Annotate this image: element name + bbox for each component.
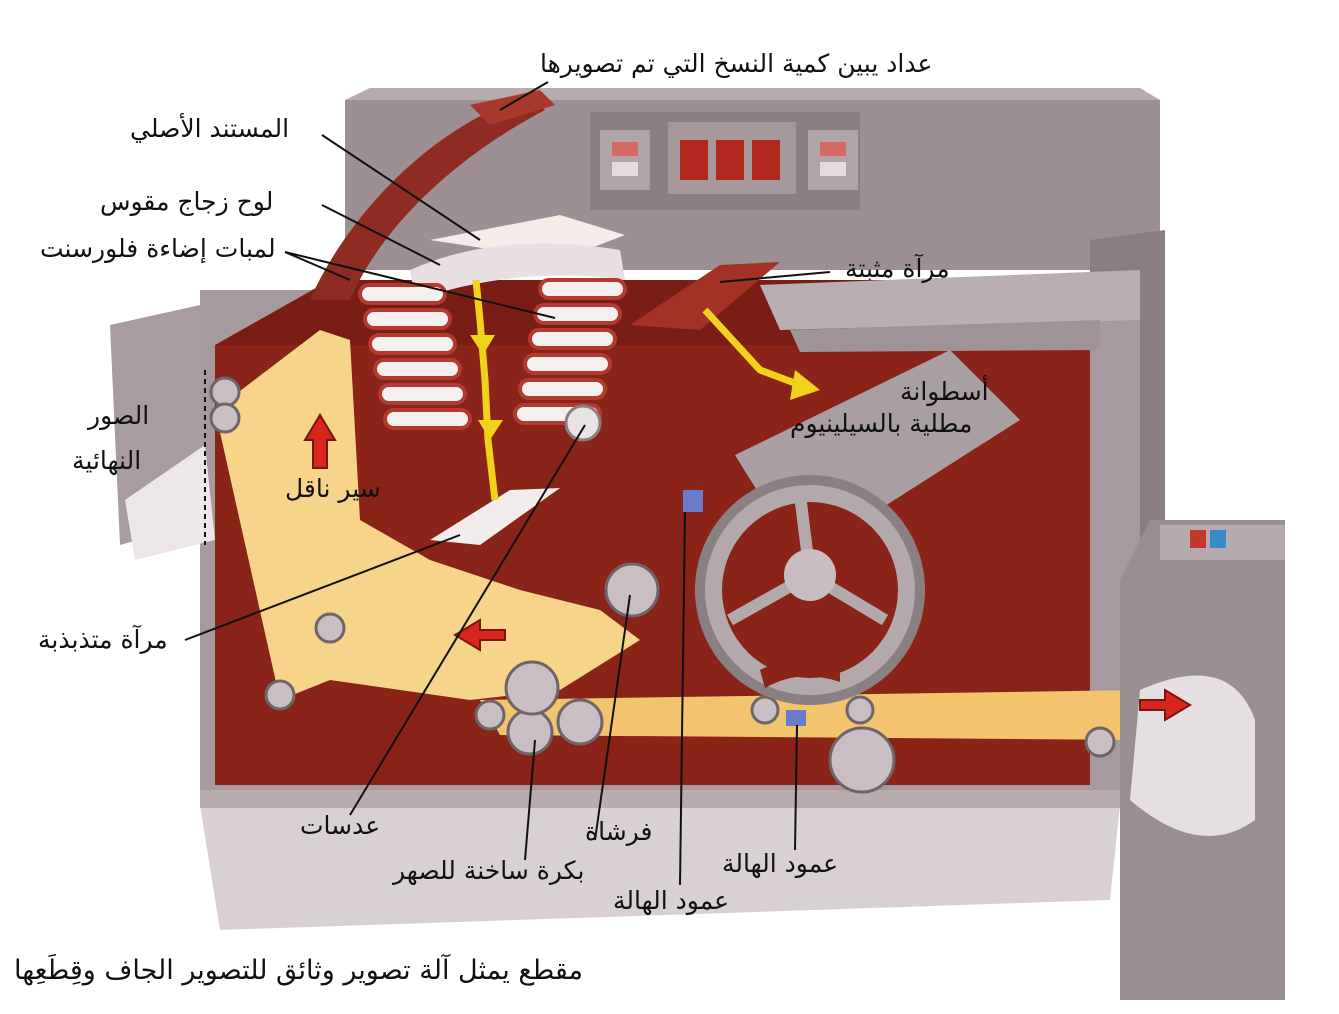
- label-selenium-drum-line2: مطلية بالسيلينيوم: [790, 409, 973, 438]
- lens: [564, 404, 602, 442]
- label-corona-wire-upper: عمود الهالة: [613, 886, 730, 915]
- left-arrow-icon: [453, 618, 506, 652]
- paper-cassette: [1120, 520, 1285, 1000]
- figure-caption: مقطع يمثل آلة تصوير وثائق للتصوير الجاف …: [14, 955, 583, 986]
- label-fluorescent-lamps: لمبات إضاءة فلورسنت: [40, 234, 276, 263]
- brush-roller: [604, 562, 660, 618]
- right-arrow-icon: [1139, 688, 1192, 722]
- up-arrow-icon: [303, 413, 337, 469]
- oscillating-mirror: [430, 488, 560, 545]
- curved-glass: [410, 243, 625, 300]
- label-final-images-line2: النهائية: [72, 446, 142, 475]
- label-selenium-drum-line1: أسطوانة: [900, 377, 989, 406]
- label-lenses: عدسات: [300, 811, 381, 840]
- light-path: [472, 279, 802, 501]
- corona-wire-upper: [683, 490, 703, 512]
- leader-lines: [184, 81, 831, 886]
- label-oscillating-mirror: مرآة متذبذبة: [38, 625, 168, 654]
- label-heated-roller: بكرة ساخنة للصهر: [393, 856, 585, 885]
- label-fixed-mirror: مرآة مثبتة: [845, 254, 950, 283]
- document-cover: [310, 95, 545, 300]
- drum-rotation-arrow-icon: [760, 659, 840, 688]
- label-curved-glass: لوح زجاج مقوس: [100, 187, 274, 216]
- label-final-images-line1: الصور: [88, 401, 150, 430]
- fluorescent-lamps: [358, 278, 627, 430]
- label-counter: عداد يبين كمية النسخ التي تم تصويرها: [540, 49, 933, 78]
- light-arrowheads: [470, 335, 820, 440]
- label-corona-wire-lower: عمود الهالة: [722, 849, 839, 878]
- corona-wire-lower: [786, 710, 806, 726]
- label-conveyor-belt: سير ناقل: [285, 474, 381, 503]
- label-brush: فرشاة: [585, 817, 653, 846]
- counter-display: [612, 140, 846, 180]
- paper-exit-path: [480, 690, 1140, 740]
- rollers: [209, 376, 1116, 794]
- selenium-drum: [695, 350, 1020, 705]
- label-original-document: المستند الأصلي: [130, 114, 290, 143]
